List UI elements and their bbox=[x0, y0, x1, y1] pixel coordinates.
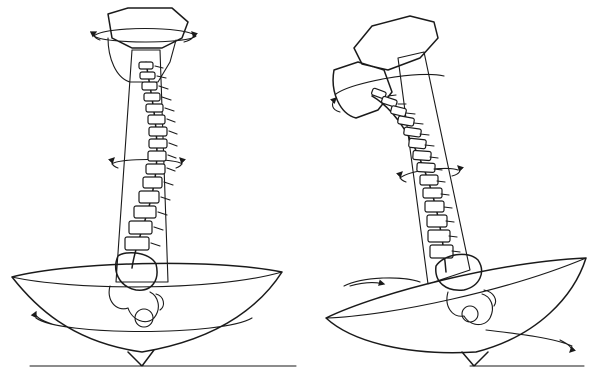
vertebra bbox=[148, 151, 166, 161]
vertebra bbox=[146, 104, 163, 112]
vertebra bbox=[139, 62, 153, 69]
vertebra bbox=[420, 175, 438, 185]
vertebra bbox=[129, 221, 152, 234]
bowl-rotation-ring-lower bbox=[486, 330, 572, 346]
rotation-arrow-icon bbox=[350, 283, 384, 286]
vertebra bbox=[146, 164, 165, 174]
pivot-tip bbox=[462, 352, 488, 366]
hip-socket bbox=[462, 306, 478, 322]
vertebra bbox=[425, 201, 444, 212]
pelvis-detail bbox=[484, 290, 496, 306]
vertebral-column bbox=[125, 62, 177, 268]
vertebra bbox=[397, 116, 414, 127]
vertebra bbox=[404, 127, 422, 137]
vertebra bbox=[413, 150, 432, 160]
rotation-arrow-icon bbox=[452, 166, 460, 176]
vertebra bbox=[143, 177, 162, 188]
vertebra bbox=[144, 93, 160, 101]
head-rotation-ring bbox=[94, 29, 196, 43]
vertebra bbox=[134, 206, 156, 218]
tilted-spine-model bbox=[326, 16, 586, 366]
vertebra bbox=[409, 138, 427, 149]
head-rotation-ring bbox=[336, 74, 444, 94]
vertebra bbox=[149, 127, 167, 136]
vertebra bbox=[148, 115, 165, 124]
head-block bbox=[354, 16, 438, 70]
sacrum bbox=[116, 253, 157, 290]
vertebra bbox=[139, 191, 159, 203]
vertebral-column bbox=[371, 88, 460, 272]
pelvis-detail bbox=[156, 294, 163, 310]
vertebra bbox=[427, 215, 447, 227]
mid-rotation-ring bbox=[112, 160, 182, 165]
pelvic-bowl-rim bbox=[12, 272, 282, 287]
vertebra bbox=[149, 139, 167, 148]
pelvic-bowl-rim bbox=[326, 258, 586, 318]
pelvis-bone bbox=[109, 286, 158, 322]
vertebra bbox=[417, 163, 435, 173]
pelvic-bowl bbox=[12, 263, 282, 352]
upright-spine-model bbox=[12, 8, 296, 366]
vertebra bbox=[140, 72, 155, 79]
vertebra bbox=[142, 82, 157, 90]
vertebra bbox=[423, 188, 442, 198]
pelvis-bone bbox=[447, 292, 492, 325]
hip-socket bbox=[135, 309, 153, 327]
vertebra bbox=[428, 230, 450, 242]
bowl-rotation-ring bbox=[36, 318, 252, 332]
vertebra bbox=[125, 237, 149, 250]
vertebrae bbox=[125, 62, 167, 250]
